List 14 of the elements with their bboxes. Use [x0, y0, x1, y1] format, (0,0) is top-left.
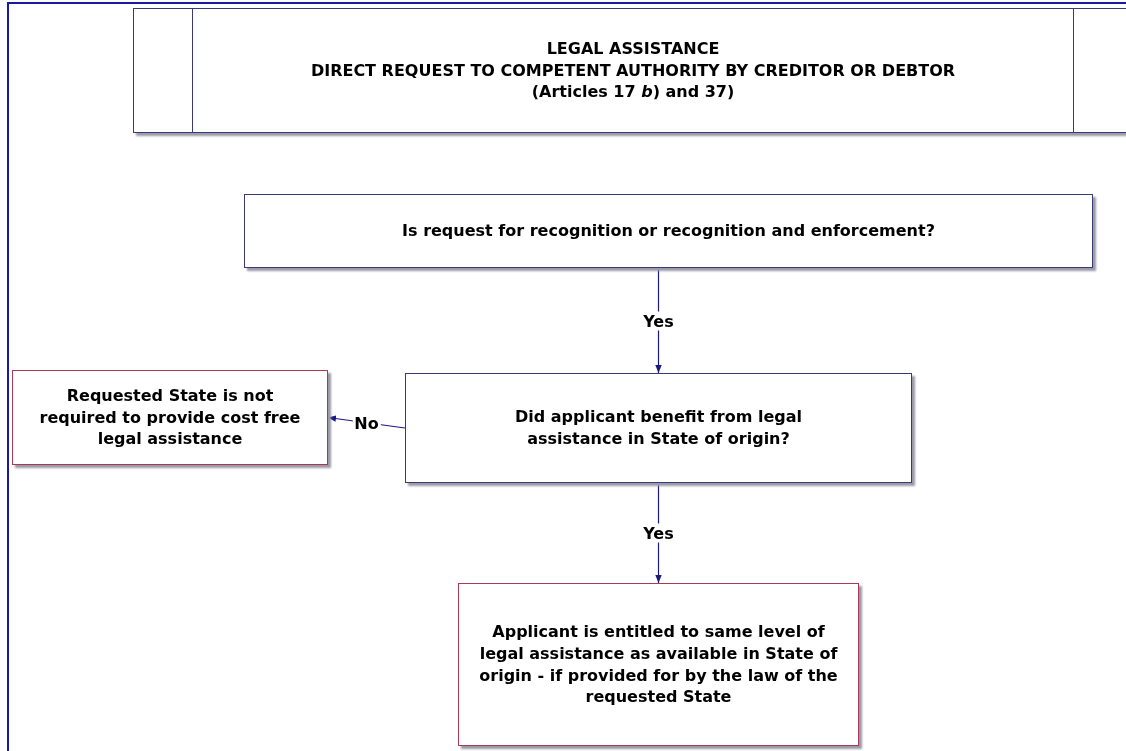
- heading-text: (Articles 17 b) and 37): [531, 81, 735, 103]
- node-text: Did applicant benefit from legal assistance in State of origin?: [513, 406, 804, 450]
- node-text: Requested State is not required to provide cost free legal assistance: [38, 385, 302, 450]
- heading-text: DIRECT REQUEST TO COMPETENT AUTHORITY BY CREDITOR OR DEBTOR: [310, 59, 956, 82]
- outcome-box: [12, 370, 328, 465]
- outcome-box: [458, 583, 859, 746]
- node-text: Applicant is entitled to same level of legal assistance as available in State of origin - if provided for by the law of the requested State: [478, 621, 839, 708]
- edge-label: Yes: [641, 523, 676, 543]
- heading-text: LEGAL ASSISTANCE: [546, 38, 720, 60]
- edge-label: Yes: [641, 311, 676, 330]
- decision-box: [405, 373, 912, 483]
- title-box: [133, 8, 1126, 133]
- node-text: Is request for recognition or recognition and enforcement?: [402, 220, 935, 242]
- decision-box: [244, 194, 1093, 268]
